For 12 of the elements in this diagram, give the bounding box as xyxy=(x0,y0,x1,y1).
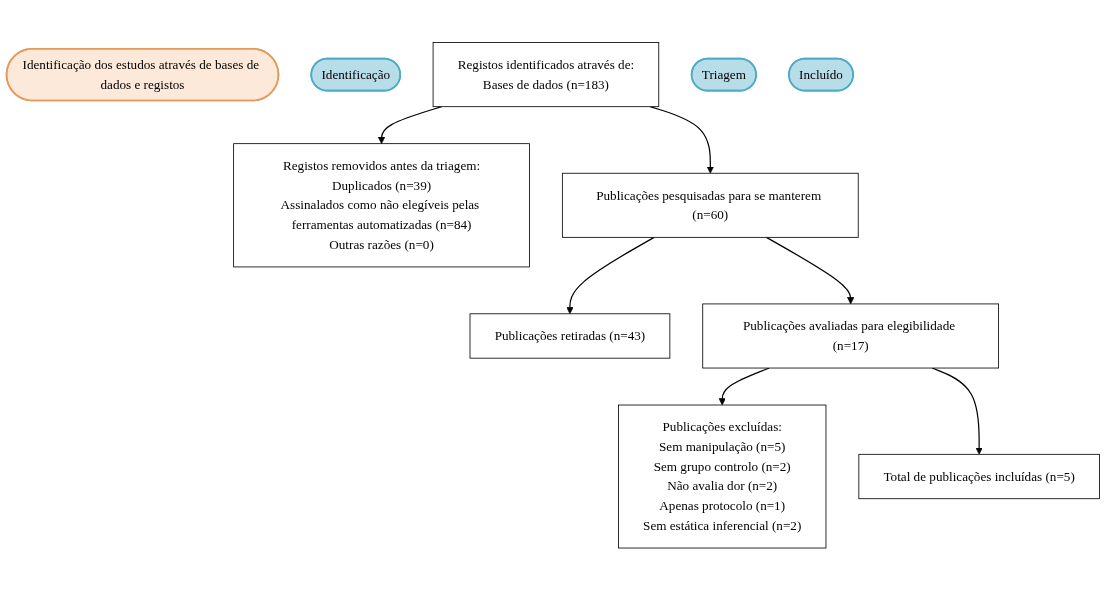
node-box: Publicações retiradas (n=43) xyxy=(469,313,671,359)
arrow xyxy=(649,105,714,174)
node-box: Registos identificados através de: Bases de dados (n=183) xyxy=(432,41,660,107)
arrow xyxy=(931,367,983,455)
arrow xyxy=(566,236,655,314)
arrow xyxy=(718,367,770,406)
node-box: Registos removidos antes da triagem: Duplicados (n=39) Assinalados como não elegíveis pelas ferramentas automatizadas (n=84) Outras razões (n=0) xyxy=(233,142,530,268)
node-box: Total de publicações incluídas (n=5) xyxy=(858,453,1100,499)
node-box: Publicações pesquisadas para se manterem (n=60) xyxy=(561,172,859,238)
arrow xyxy=(765,236,855,304)
node-box: Publicações excluídas: Sem manipulação (n=5) Sem grupo controlo (n=2) Não avalia dor (n=2) Apenas protocolo (n=1) Sem estática inferencial (n=2) xyxy=(618,404,827,549)
node-box: Publicações avaliadas para elegibilidade (n=17) xyxy=(702,303,999,369)
